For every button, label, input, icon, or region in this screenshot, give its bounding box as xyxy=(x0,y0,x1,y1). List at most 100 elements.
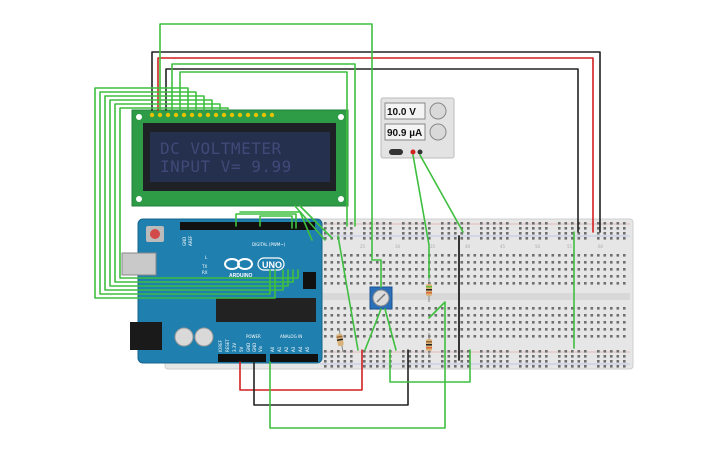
breadboard-hole xyxy=(616,314,620,317)
breadboard-hole xyxy=(538,232,542,235)
breadboard-hole xyxy=(480,314,483,317)
breadboard-hole xyxy=(506,268,509,271)
breadboard-hole xyxy=(389,335,392,338)
tx-label: TX xyxy=(201,264,207,269)
breadboard-hole xyxy=(421,314,425,317)
breadboard-hole xyxy=(408,321,412,324)
breadboard-hole xyxy=(389,227,392,230)
breadboard-hole xyxy=(571,227,574,230)
reset-button-cap[interactable] xyxy=(150,229,160,239)
breadboard-hole xyxy=(434,268,438,271)
breadboard-hole xyxy=(324,261,327,264)
breadboard-hole xyxy=(408,261,412,264)
breadboard-hole xyxy=(519,222,522,225)
breadboard-hole xyxy=(545,275,548,278)
lcd-pin xyxy=(269,112,275,118)
breadboard-hole xyxy=(623,335,626,338)
breadboard-hole xyxy=(532,227,535,230)
breadboard-hole xyxy=(343,237,347,240)
breadboard-hole xyxy=(382,335,386,338)
breadboard-hole xyxy=(564,335,568,338)
breadboard-hole xyxy=(415,261,418,264)
aref-label: AREF xyxy=(188,235,193,246)
breadboard-hole xyxy=(480,335,483,338)
power-switch[interactable] xyxy=(389,149,403,155)
breadboard-hole xyxy=(447,237,451,240)
breadboard-hole xyxy=(343,268,347,271)
wire-green-a0 xyxy=(269,301,446,429)
breadboard-hole xyxy=(324,268,327,271)
breadboard-hole xyxy=(473,328,477,331)
breadboard-hole xyxy=(402,222,405,225)
breadboard-hole xyxy=(343,307,347,310)
voltage-readout: 10.0 V xyxy=(387,107,416,118)
breadboard-hole xyxy=(382,261,386,264)
breadboard-hole xyxy=(610,360,613,363)
power-label: POWER xyxy=(246,334,261,339)
voltage-knob-icon[interactable] xyxy=(429,102,447,120)
breadboard-hole xyxy=(571,275,574,278)
breadboard-hole xyxy=(532,268,535,271)
breadboard-hole xyxy=(454,350,457,353)
breadboard-hole xyxy=(395,321,399,324)
breadboard-hole xyxy=(506,237,509,240)
icsp-header xyxy=(303,272,316,289)
breadboard-hole xyxy=(447,314,451,317)
breadboard-hole xyxy=(584,360,587,363)
breadboard-hole xyxy=(519,335,522,338)
atmega-chip xyxy=(216,298,316,322)
breadboard-hole xyxy=(584,282,587,285)
breadboard-hole xyxy=(421,232,425,235)
breadboard-hole xyxy=(571,321,574,324)
wire-red-5v xyxy=(239,349,363,391)
breadboard-hole xyxy=(480,307,483,310)
breadboard-hole xyxy=(402,360,405,363)
breadboard-hole xyxy=(551,268,555,271)
breadboard-hole xyxy=(616,275,620,278)
breadboard-hole xyxy=(330,268,334,271)
breadboard-hole xyxy=(369,350,373,353)
breadboard-hole xyxy=(382,355,386,358)
breadboard-hole xyxy=(499,227,503,230)
breadboard-hole xyxy=(519,350,522,353)
breadboard-hole xyxy=(356,335,360,338)
breadboard-hole xyxy=(590,282,594,285)
breadboard-hole xyxy=(434,335,438,338)
breadboard-hole xyxy=(454,328,457,331)
breadboard-hole xyxy=(324,360,327,363)
breadboard-hole xyxy=(506,227,509,230)
breadboard-hole xyxy=(597,365,600,368)
breadboard-hole xyxy=(577,335,581,338)
breadboard-hole xyxy=(603,360,607,363)
wire-green-lcd-3 xyxy=(179,71,348,227)
breadboard-hole xyxy=(441,275,444,278)
breadboard-hole xyxy=(376,360,379,363)
potentiometer[interactable] xyxy=(369,286,393,310)
breadboard-hole xyxy=(519,237,522,240)
breadboard-hole xyxy=(447,307,451,310)
breadboard-hole xyxy=(337,360,340,363)
breadboard-hole xyxy=(337,232,340,235)
breadboard-hole xyxy=(402,335,405,338)
breadboard-hole xyxy=(343,360,347,363)
breadboard-hole xyxy=(441,268,444,271)
breadboard-hole xyxy=(408,360,412,363)
breadboard-hole xyxy=(376,314,379,317)
breadboard-hole xyxy=(480,227,483,230)
breadboard-hole xyxy=(363,237,366,240)
breadboard-hole xyxy=(571,282,574,285)
breadboard-hole xyxy=(447,335,451,338)
wire-black-top xyxy=(151,51,601,233)
breadboard-hole xyxy=(525,268,529,271)
breadboard-hole xyxy=(616,335,620,338)
current-knob-icon[interactable] xyxy=(429,123,447,141)
svg-text:35: 35 xyxy=(430,244,436,249)
breadboard-hole xyxy=(337,282,340,285)
l-led-label: L xyxy=(205,255,208,260)
breadboard-hole xyxy=(467,237,470,240)
breadboard-hole xyxy=(421,321,425,324)
breadboard-hole xyxy=(623,275,626,278)
breadboard-hole xyxy=(525,237,529,240)
lcd-pin xyxy=(197,112,203,118)
breadboard-hole xyxy=(363,261,366,264)
